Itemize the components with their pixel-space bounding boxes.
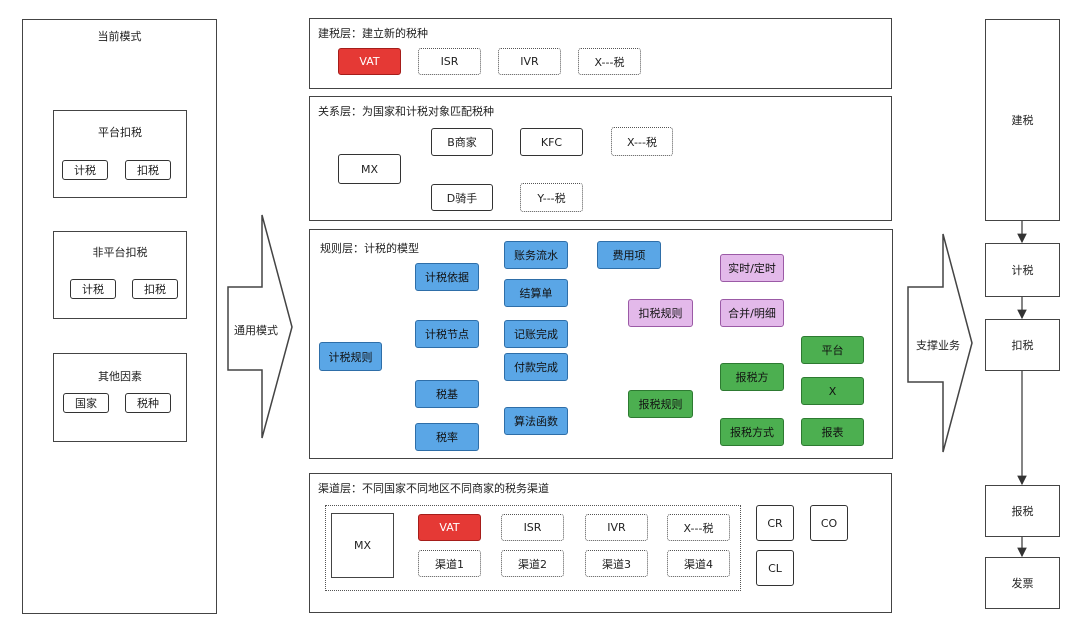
- rule-flow: 账务流水: [504, 241, 568, 269]
- channel-cr: CR: [756, 505, 794, 541]
- step-withhold-tax: 扣税: [985, 319, 1060, 371]
- rule-base: 税基: [415, 380, 479, 408]
- rule-realtime: 实时/定时: [720, 254, 784, 282]
- channel-layer: [309, 473, 892, 613]
- relation-mx: MX: [338, 154, 401, 184]
- tax-isr: ISR: [418, 48, 481, 75]
- group-platform-withhold: [53, 110, 187, 198]
- step-invoice: 发票: [985, 557, 1060, 609]
- group-platform-withhold-title: 平台扣税: [98, 126, 142, 139]
- channel-tax-x: X---税: [667, 514, 730, 541]
- rule-paid: 付款完成: [504, 353, 568, 381]
- common-mode-arrow-shape: [227, 214, 293, 439]
- tax-x: X---税: [578, 48, 641, 75]
- left-country: 国家: [63, 393, 109, 413]
- common-mode-label: 通用模式: [234, 324, 278, 337]
- channel-4: 渠道4: [667, 550, 730, 577]
- channel-cl: CL: [756, 550, 794, 586]
- left-tax-type: 税种: [125, 393, 171, 413]
- current-mode-title: 当前模式: [97, 30, 142, 43]
- group-nonplatform-withhold-title: 非平台扣税: [92, 246, 148, 259]
- rule-report: 报税规则: [628, 390, 693, 418]
- rule-report-sheet: 报表: [801, 418, 864, 446]
- channel-group-frame: [325, 505, 741, 591]
- group-other-factors-title: 其他因素: [98, 370, 142, 383]
- channel-3: 渠道3: [585, 550, 648, 577]
- left-withhold-tax-1: 扣税: [125, 160, 171, 180]
- relation-kfc: KFC: [520, 128, 583, 156]
- channel-layer-title: 渠道层：不同国家不同地区不同商家的税务渠道: [318, 482, 549, 495]
- rule-settle: 结算单: [504, 279, 568, 307]
- left-calc-tax-1: 计税: [62, 160, 108, 180]
- channel-tax-ivr: IVR: [585, 514, 648, 541]
- relation-rider: D骑手: [431, 184, 493, 211]
- left-calc-tax-2: 计税: [70, 279, 116, 299]
- rule-layer-title: 规则层：计税的模型: [320, 242, 419, 255]
- channel-tax-isr: ISR: [501, 514, 564, 541]
- channel-tax-vat: VAT: [418, 514, 481, 541]
- support-arrow-shape: [907, 233, 973, 453]
- tax-creation-layer-title: 建税层：建立新的税种: [318, 27, 428, 40]
- rule-x: X: [801, 377, 864, 405]
- rule-report-mode: 报税方式: [720, 418, 784, 446]
- rule-platform: 平台: [801, 336, 864, 364]
- rule-reporter: 报税方: [720, 363, 784, 391]
- group-nonplatform-withhold: [53, 231, 187, 319]
- step-calc-tax: 计税: [985, 243, 1060, 297]
- channel-1: 渠道1: [418, 550, 481, 577]
- rule-rate: 税率: [415, 423, 479, 451]
- channel-2: 渠道2: [501, 550, 564, 577]
- relation-y-tax: Y---税: [520, 183, 583, 212]
- rule-booked: 记账完成: [504, 320, 568, 348]
- rule-withhold: 扣税规则: [628, 299, 693, 327]
- rule-merge: 合并/明细: [720, 299, 784, 327]
- relation-x-tax: X---税: [611, 127, 673, 156]
- channel-co: CO: [810, 505, 848, 541]
- relation-merchant: B商家: [431, 128, 493, 156]
- step-report-tax: 报税: [985, 485, 1060, 537]
- relation-layer-title: 关系层：为国家和计税对象匹配税种: [318, 105, 494, 118]
- relation-layer: [309, 96, 892, 221]
- rule-node: 计税节点: [415, 320, 479, 348]
- rule-fee: 费用项: [597, 241, 661, 269]
- rule-root: 计税规则: [319, 342, 382, 371]
- rule-basis: 计税依据: [415, 263, 479, 291]
- channel-mx: MX: [331, 513, 394, 578]
- support-business-label: 支撑业务: [916, 339, 960, 352]
- tax-ivr: IVR: [498, 48, 561, 75]
- rule-algo: 算法函数: [504, 407, 568, 435]
- left-withhold-tax-2: 扣税: [132, 279, 178, 299]
- step-create-tax: 建税: [985, 19, 1060, 221]
- tax-vat: VAT: [338, 48, 401, 75]
